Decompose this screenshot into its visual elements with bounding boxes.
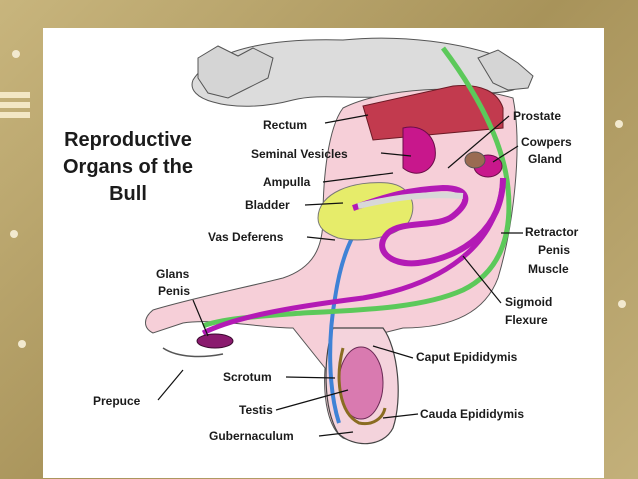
label-seminal-vesicles: Seminal Vesicles: [251, 147, 348, 161]
background-dot: [10, 230, 18, 238]
label-cowpers: Cowpers: [521, 135, 572, 149]
bull-anatomy-diagram: Reproductive Organs of the Bull Rectum S…: [63, 37, 579, 445]
tail-vertebra-bone: [477, 49, 534, 91]
label-bladder: Bladder: [245, 198, 290, 212]
vertebra-bone: [197, 45, 274, 99]
label-glans: Glans: [156, 267, 190, 281]
label-rectum: Rectum: [263, 118, 307, 132]
urethra-shape: [357, 192, 464, 209]
label-muscle: Muscle: [528, 262, 569, 276]
label-retractor-penis: Penis: [538, 243, 570, 257]
prepuce-shape: [162, 347, 224, 358]
label-gubernaculum: Gubernaculum: [209, 429, 294, 443]
background-dot: [12, 50, 20, 58]
label-caput-epididymis: Caput Epididymis: [416, 350, 518, 364]
prostate-shape: [464, 151, 486, 169]
label-penis: Penis: [158, 284, 190, 298]
background-dot: [18, 340, 26, 348]
glans-penis-shape: [196, 333, 234, 349]
diagram-title-line-2: Organs of the: [63, 156, 193, 178]
label-prepuce: Prepuce: [93, 394, 141, 408]
background-stripe: [0, 92, 30, 98]
label-gland: Gland: [528, 152, 562, 166]
label-testis: Testis: [239, 403, 273, 417]
penis-shape: [201, 177, 506, 336]
background-stripe: [0, 102, 30, 108]
epididymis-shape: [337, 347, 387, 426]
label-scrotum: Scrotum: [223, 370, 272, 384]
label-sigmoid: Sigmoid: [505, 295, 552, 309]
label-flexure: Flexure: [505, 313, 548, 327]
label-ampulla: Ampulla: [263, 175, 311, 189]
leader-lines: [157, 114, 523, 437]
background-dot: [615, 120, 623, 128]
background-stripe: [0, 112, 30, 118]
diagram-slide: Reproductive Organs of the Bull Rectum S…: [43, 28, 604, 478]
diagram-title-line-1: Reproductive: [64, 129, 192, 151]
seminal-vesicles-shape: [402, 126, 436, 174]
sigmoid-flexure-shape: [352, 177, 506, 267]
label-vas-deferens: Vas Deferens: [208, 230, 284, 244]
background-dot: [618, 300, 626, 308]
diagram-title-line-3: Bull: [109, 183, 147, 205]
label-retractor: Retractor: [525, 225, 579, 239]
label-prostate: Prostate: [513, 109, 561, 123]
label-cauda-epididymis: Cauda Epididymis: [420, 407, 524, 421]
retractor-penis-muscle-shape: [202, 46, 512, 329]
